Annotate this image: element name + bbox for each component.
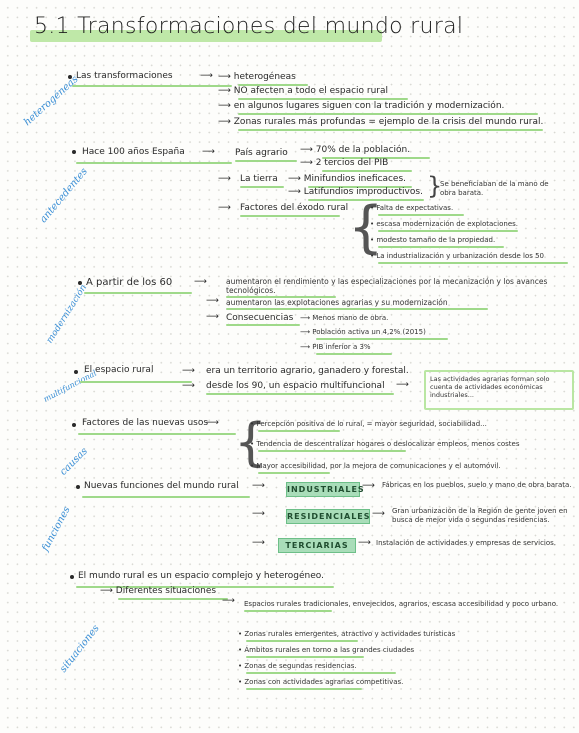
s2-factor: • modesto tamaño de la propiedad. xyxy=(370,236,496,244)
arrow-icon: ⟶ xyxy=(222,596,235,606)
bullet xyxy=(68,75,72,79)
arrow-icon: ⟶ xyxy=(200,71,213,81)
arrow-icon: ⟶ xyxy=(358,538,371,548)
s1-item: ⟶ Zonas rurales más profundas = ejemplo … xyxy=(218,117,544,127)
s4-item: era un territorio agrario, ganadero y fo… xyxy=(206,366,409,376)
arrow-icon: ⟶ xyxy=(252,509,265,519)
s2-factor: • La industrialización y urbanización de… xyxy=(370,252,545,260)
s6-head: Nuevas funciones del mundo rural xyxy=(84,481,239,491)
arrow-icon: ⟶ xyxy=(252,538,265,548)
s3-item: aumentaron el rendimiento y las especial… xyxy=(226,277,548,295)
s3-item: Consecuencias xyxy=(226,313,294,323)
arrow-icon: ⟶ xyxy=(396,380,409,390)
s6-text: Gran urbanización de la Región de gente … xyxy=(392,507,568,524)
arrow-icon: ⟶ xyxy=(206,296,219,306)
s3-cons: ⟶ Menos mano de obra. xyxy=(300,314,389,322)
s7-item: • Zonas rurales emergentes, atractivo y … xyxy=(238,630,456,638)
s2-factores: Factores del éxodo rural xyxy=(240,203,349,213)
arrow-icon: ⟶ heterogéneas xyxy=(218,72,296,82)
s5-item: • Percepción positiva de lo rural, = may… xyxy=(250,420,487,428)
tag-residenciales: RESIDENCIALES xyxy=(286,509,370,524)
side-note-antecedentes: antecedentes xyxy=(38,166,90,226)
s2-pais: País agrario xyxy=(235,148,288,158)
s3-cons: ⟶ PIB inferior a 3% xyxy=(300,343,371,351)
s5-item: • Mayor accesibilidad, por la mejora de … xyxy=(250,462,501,470)
s3-head: A partir de los 60 xyxy=(86,277,173,288)
s5-head: Factores de las nuevas usos xyxy=(82,418,209,428)
s7-item: • Ámbitos rurales en torno a las grandes… xyxy=(238,646,415,654)
s4-head: El espacio rural xyxy=(84,365,154,375)
s7-sub: ⟶ Diferentes situaciones xyxy=(100,586,217,596)
tag-industriales: INDUSTRIALES xyxy=(286,482,364,497)
side-note-modernizacion: modernización xyxy=(45,282,90,346)
s1-item: ⟶ NO afecten a todo el espacio rural xyxy=(218,86,389,96)
bullet xyxy=(72,150,76,154)
s4-item: desde los 90, un espacio multifuncional xyxy=(206,381,385,391)
bullet xyxy=(78,281,82,285)
side-note-situaciones: situaciones xyxy=(58,623,102,675)
s3-cons: ⟶ Población activa un 4,2% (2015) xyxy=(300,328,426,336)
arrow-icon: ⟶ 70% de la población. xyxy=(300,145,411,155)
arrow-icon: ⟶ Minifundios ineficaces. xyxy=(288,174,406,184)
bullet xyxy=(72,423,76,427)
s7-item: Espacios rurales tradicionales, envejeci… xyxy=(244,600,559,608)
arrow-icon: ⟶ xyxy=(182,366,195,376)
s2-factor: • escasa modernización de explotaciones. xyxy=(370,220,518,228)
arrow-icon: ⟶ xyxy=(206,312,219,322)
arrow-icon: ⟶ xyxy=(206,418,219,428)
s4-box xyxy=(424,370,574,410)
side-note-heterogeneas: heterogéneas xyxy=(22,73,81,129)
arrow-icon: ⟶ xyxy=(182,381,195,391)
arrow-icon: ⟶ xyxy=(202,147,215,157)
s6-text: Fábricas en los pueblos, suelo y mano de… xyxy=(382,481,572,489)
bullet xyxy=(70,575,74,579)
arrow-icon: ⟶ Latifundios improductivos. xyxy=(288,187,423,197)
s7-item: • Zonas de segundas residencias. xyxy=(238,662,357,670)
s4-box-text: Las actividades agrarias forman solo cue… xyxy=(430,375,550,399)
side-note-causas: causas xyxy=(58,445,90,478)
s5-item: • Tendencia de descentralizar hogares o … xyxy=(250,440,520,448)
arrow-icon: ⟶ xyxy=(218,203,231,213)
arrow-icon: ⟶ xyxy=(194,277,207,287)
s3-item: aumentaron las explotaciones agrarias y … xyxy=(226,298,448,307)
s1-item: ⟶ en algunos lugares siguen con la tradi… xyxy=(218,101,505,111)
arrow-icon: ⟶ 2 tercios del PIB xyxy=(300,158,389,168)
page-title: 5.1 Transformaciones del mundo rural xyxy=(34,14,464,39)
side-note-funciones: funciones xyxy=(40,504,73,554)
s1-head: Las transformaciones xyxy=(76,71,173,81)
bullet xyxy=(76,485,80,489)
arrow-icon: ⟶ xyxy=(252,481,265,491)
arrow-icon: ⟶ xyxy=(218,174,231,184)
arrow-icon: ⟶ xyxy=(372,509,385,519)
tag-terciarias: TERCIARIAS xyxy=(278,538,356,553)
bullet xyxy=(74,370,78,374)
s2-tierra: La tierra xyxy=(240,174,278,184)
s7-head: El mundo rural es un espacio complejo y … xyxy=(78,571,324,581)
s2-factor: • Falta de expectativas. xyxy=(370,204,454,212)
arrow-icon: ⟶ xyxy=(362,481,375,491)
s6-text: Instalación de actividades y empresas de… xyxy=(376,539,557,547)
s2-head: Hace 100 años España xyxy=(82,147,185,157)
s7-item: • Zonas con actividades agrarias competi… xyxy=(238,678,404,686)
s2-tierra-note: Se beneficiaban de la mano de obra barat… xyxy=(440,180,549,197)
